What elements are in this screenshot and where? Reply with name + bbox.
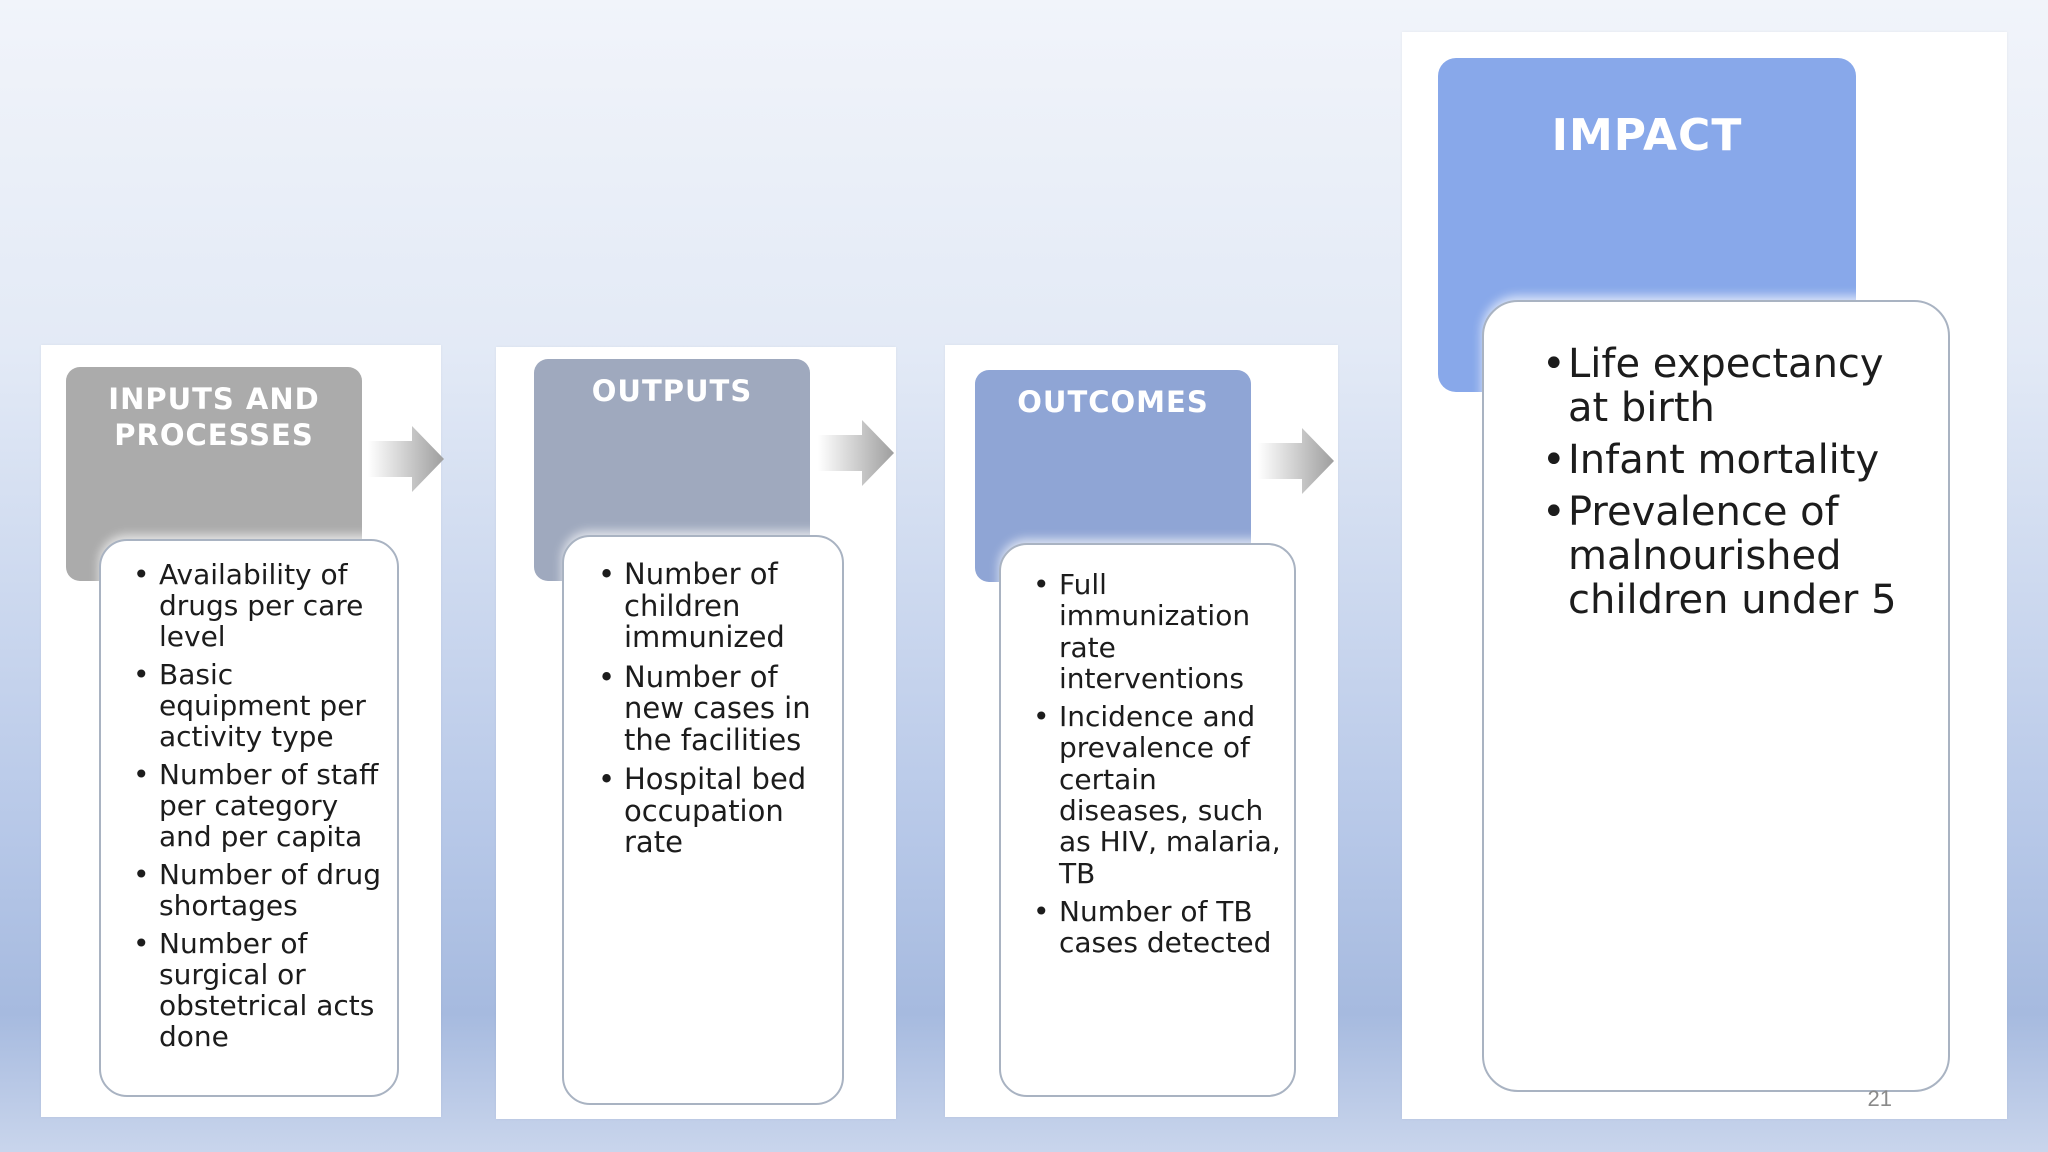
indicator-item: Basic equipment per activity type <box>133 659 383 752</box>
indicator-item: Prevalence of malnourished children unde… <box>1542 490 1928 622</box>
indicator-list-inputs: Availability of drugs per care level Bas… <box>133 559 383 1052</box>
indicator-item: Number of TB cases detected <box>1033 896 1284 959</box>
indicator-item: Incidence and prevalence of certain dise… <box>1033 701 1284 889</box>
indicator-card-inputs: Availability of drugs per care level Bas… <box>99 539 399 1097</box>
stage-title-line2: PROCESSES <box>114 418 314 452</box>
stage-title-line1: INPUTS AND <box>108 382 320 416</box>
flow-arrow-icon <box>368 426 444 492</box>
page-number: 21 <box>1867 1086 1892 1111</box>
indicator-card-impact: Life expectancy at birth Infant mortalit… <box>1482 300 1950 1092</box>
indicator-item: Availability of drugs per care level <box>133 559 383 652</box>
indicator-card-outcomes: Full immunization rate interventions Inc… <box>999 543 1296 1097</box>
indicator-item: Number of children immunized <box>598 558 828 654</box>
flow-arrow-icon <box>1258 428 1334 494</box>
indicator-item: Number of drug shortages <box>133 859 383 921</box>
indicator-item: Life expectancy at birth <box>1542 342 1928 430</box>
indicator-list-outcomes: Full immunization rate interventions Inc… <box>1033 569 1284 959</box>
indicator-list-impact: Life expectancy at birth Infant mortalit… <box>1542 342 1928 622</box>
indicator-card-outputs: Number of children immunized Number of n… <box>562 535 844 1105</box>
indicator-item: Infant mortality <box>1542 438 1928 482</box>
stage-panel-impact: IMPACT Life expectancy at birth Infant m… <box>1402 32 2007 1119</box>
indicator-item: Number of surgical or obstetrical acts d… <box>133 928 383 1052</box>
indicator-item: Full immunization rate interventions <box>1033 569 1284 694</box>
stage-panel-outputs: OUTPUTS Number of children immunized Num… <box>496 347 896 1119</box>
indicator-item: Number of staff per category and per cap… <box>133 759 383 852</box>
indicator-item: Hospital bed occupation rate <box>598 763 828 859</box>
indicator-item: Number of new cases in the facilities <box>598 661 828 757</box>
indicator-list-outputs: Number of children immunized Number of n… <box>598 558 828 859</box>
stage-title: OUTPUTS <box>591 374 753 408</box>
stage-title: OUTCOMES <box>1017 385 1209 419</box>
flow-arrow-icon <box>818 420 894 486</box>
stage-title: IMPACT <box>1551 110 1743 161</box>
